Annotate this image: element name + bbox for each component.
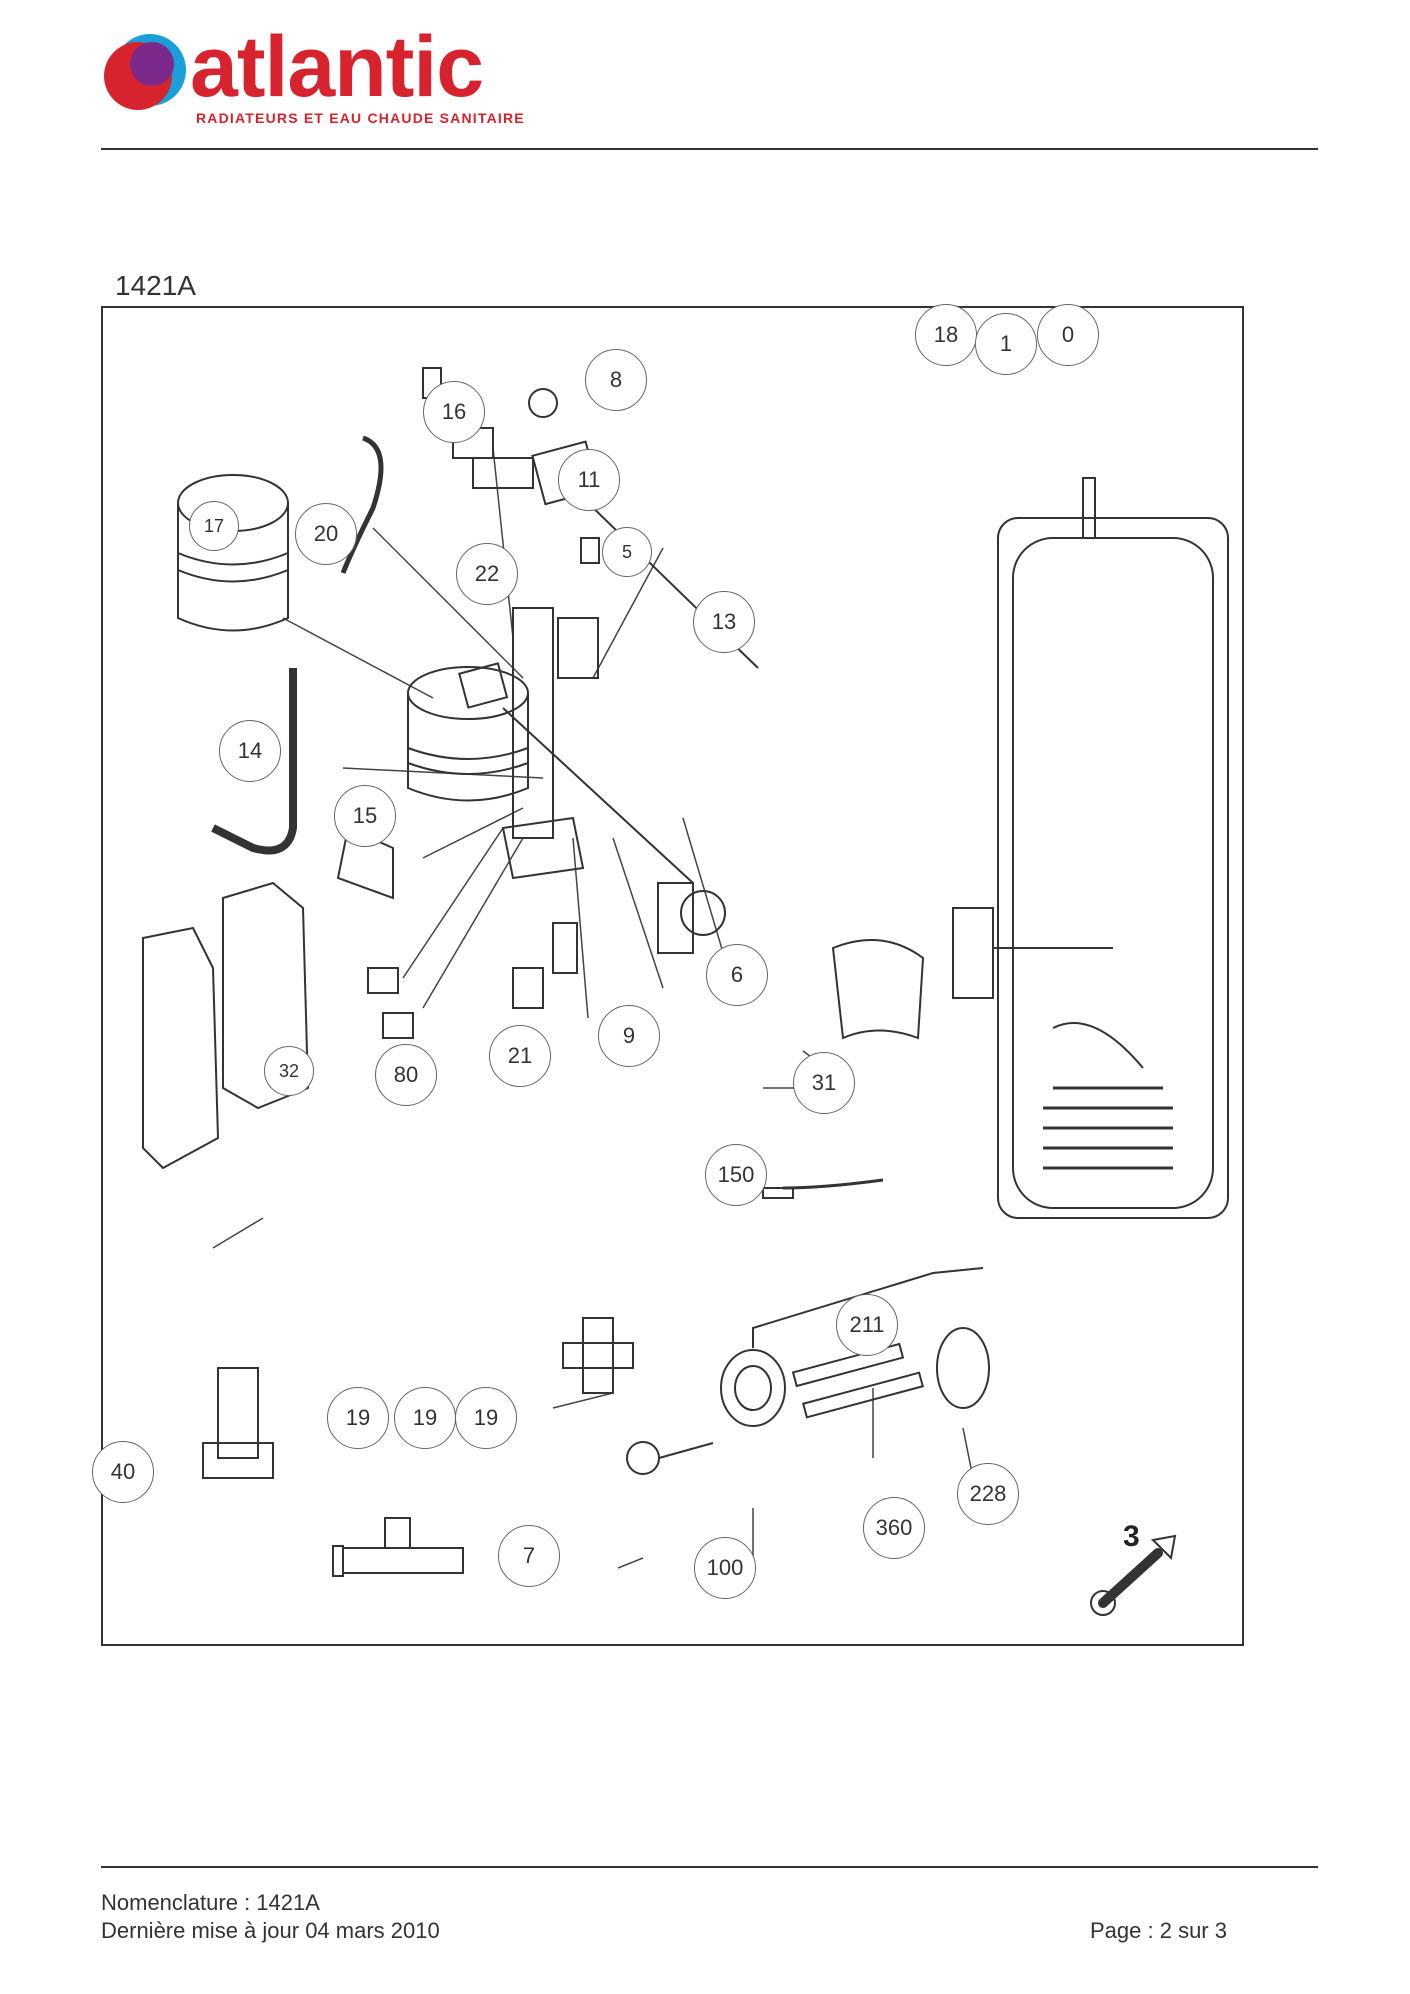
- callout-8: 8: [585, 349, 647, 411]
- callout-7: 7: [498, 1525, 560, 1587]
- expansion-vessel-shape: [177, 474, 289, 632]
- callout-100: 100: [694, 1537, 756, 1599]
- footer-divider: [101, 1866, 1318, 1868]
- document-code: 1421A: [115, 270, 196, 301]
- header-divider: [101, 148, 1318, 150]
- drain-manifold-shape: [332, 1517, 464, 1577]
- callout-13: 13: [693, 591, 755, 653]
- parts-illustration: [142, 367, 1229, 1616]
- callout-14: 14: [219, 720, 281, 782]
- pump-shape: [657, 882, 726, 954]
- callout-5: 5: [602, 527, 652, 577]
- callout-18: 18: [915, 304, 977, 366]
- callout-17: 17: [189, 501, 239, 551]
- callout-11: 11: [558, 449, 620, 511]
- callout-228: 228: [957, 1463, 1019, 1525]
- callout-19a: 19: [327, 1387, 389, 1449]
- storage-tank-shape: [952, 477, 1229, 1219]
- air-separator-shape: [202, 1367, 274, 1479]
- exploded-parts-diagram: 18 1 0 8 16 11 17 20 22 5 13 14 15 6 9 2…: [92, 304, 1244, 1646]
- callout-22: 22: [456, 543, 518, 605]
- callout-150: 150: [705, 1144, 767, 1206]
- heating-element-kit-shape: [626, 1267, 990, 1475]
- callout-360: 360: [863, 1497, 925, 1559]
- callout-1: 1: [975, 313, 1037, 375]
- callout-31: 31: [793, 1052, 855, 1114]
- callout-19b: 19: [394, 1387, 456, 1449]
- callout-40: 40: [92, 1441, 154, 1503]
- mixing-valve-shape: [562, 1317, 634, 1394]
- footer-nomenclature: Nomenclature : 1421A: [101, 1890, 320, 1915]
- footer-page-number: Page : 2 sur 3: [1090, 1918, 1227, 1943]
- wrench-icon: [1090, 1534, 1177, 1616]
- tool-number: 3: [1123, 1520, 1140, 1553]
- callout-211: 211: [836, 1294, 898, 1356]
- callout-80: 80: [375, 1044, 437, 1106]
- brand-name: atlantic: [190, 19, 484, 115]
- callout-0: 0: [1037, 304, 1099, 366]
- hydraulic-group-shape: [407, 607, 599, 880]
- callout-21: 21: [489, 1025, 551, 1087]
- callout-19c: 19: [455, 1387, 517, 1449]
- brand-tagline: RADIATEURS ET EAU CHAUDE SANITAIRE: [196, 110, 525, 126]
- leader-lines: [212, 447, 974, 1569]
- atlantic-logo-icon: [104, 34, 186, 110]
- callout-20: 20: [295, 503, 357, 565]
- brand-logo: atlantic RADIATEURS ET EAU CHAUDE SANITA…: [98, 24, 524, 130]
- footer-updated: Dernière mise à jour 04 mars 2010: [101, 1918, 440, 1943]
- callout-32: 32: [264, 1046, 314, 1096]
- insulation-shell-shape: [142, 881, 310, 1170]
- callout-6: 6: [706, 944, 768, 1006]
- callout-16: 16: [423, 381, 485, 443]
- callout-15: 15: [334, 785, 396, 847]
- callout-9: 9: [598, 1005, 660, 1067]
